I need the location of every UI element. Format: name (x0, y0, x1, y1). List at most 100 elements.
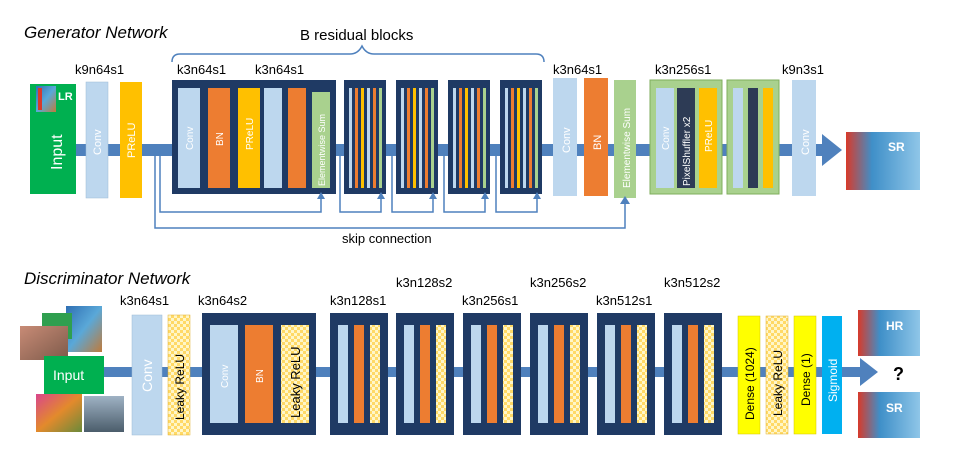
compact-res-stripe (517, 88, 520, 188)
disc-leaky-2 (765, 315, 789, 435)
gen-upsample-block-2 (726, 79, 780, 195)
gen-dim-k3n256s1: k3n256s1 (655, 62, 711, 77)
residual-brace (171, 44, 545, 63)
up-pixelshuffler (677, 88, 695, 188)
up-conv (656, 88, 674, 188)
gen-conv-1 (85, 81, 109, 199)
disc-dim-k3n64s2: k3n64s2 (198, 293, 247, 308)
gen-elementwise-2 (614, 80, 636, 198)
disc-sr-image: SR (858, 392, 920, 438)
compact-res-stripe (355, 88, 358, 188)
disc-compact-bn (688, 325, 698, 423)
compact-res-stripe (431, 88, 434, 188)
disc-compact-conv (672, 325, 682, 423)
compact-res-stripe (373, 88, 376, 188)
gen-input-label: Input (49, 134, 66, 170)
disc-dim-k3n256s2: k3n256s2 (530, 275, 586, 290)
compact-res-stripe (413, 88, 416, 188)
gen-conv-1-label: Conv (92, 129, 104, 155)
gen-dim-k9n64s1: k9n64s1 (75, 62, 124, 77)
skip-connections (154, 150, 630, 229)
disc-block-1: Conv BN Leaky ReLU (202, 313, 316, 435)
disc-b1-conv-label: Conv (220, 365, 231, 388)
up2-conv (733, 88, 743, 188)
discriminator-title: Discriminator Network (24, 269, 192, 288)
disc-compact-leaky (436, 325, 446, 423)
gen-upsample-block-1: Conv PixelShuffler x2 PReLU (649, 79, 723, 195)
up-prelu (699, 88, 717, 188)
disc-compact-leaky (503, 325, 513, 423)
disc-compact-bn (420, 325, 430, 423)
up2-pixelshuffler (748, 88, 758, 188)
skip-label: skip connection (342, 231, 432, 246)
res-bn-2 (288, 88, 306, 188)
disc-input-label: Input (53, 367, 84, 383)
gen-bn-2-label: BN (592, 135, 604, 150)
compact-res-stripe (505, 88, 508, 188)
compact-res-stripe (425, 88, 428, 188)
compact-res-stripe (367, 88, 370, 188)
disc-compact-bn (554, 325, 564, 423)
up-prelu-label: PReLU (704, 120, 715, 152)
disc-input-collage: Input (20, 306, 124, 432)
disc-leaky-2-label: Leaky ReLU (771, 350, 785, 416)
gen-conv-2-label: Conv (561, 127, 573, 153)
compact-res-stripe (349, 88, 352, 188)
disc-leaky-1-label: Leaky ReLU (173, 354, 187, 420)
disc-blocks-compact (330, 313, 722, 435)
disc-compact-leaky (637, 325, 647, 423)
compact-res-stripe (401, 88, 404, 188)
gen-dim-k3n64s1-c: k3n64s1 (553, 62, 602, 77)
gen-bn-2 (584, 78, 608, 196)
gen-dim-k9n3s1: k9n3s1 (782, 62, 824, 77)
gen-dim-k3n64s1-b: k3n64s1 (255, 62, 304, 77)
res-prelu-1-label: PReLU (245, 118, 256, 150)
gen-prelu-1-label: PReLU (126, 122, 138, 158)
residual-label: B residual blocks (300, 27, 413, 44)
up2-prelu (763, 88, 773, 188)
disc-question-mark: ? (893, 364, 904, 384)
gen-conv-final (792, 80, 816, 196)
disc-sigmoid-label: Sigmoid (826, 359, 840, 402)
disc-dim-k3n256s1: k3n256s1 (462, 293, 518, 308)
disc-dim-k3n64s1: k3n64s1 (120, 293, 169, 308)
disc-dim-k3n128s2: k3n128s2 (396, 275, 452, 290)
disc-dense-1 (793, 315, 817, 435)
disc-compact-bn (621, 325, 631, 423)
disc-compact-conv (404, 325, 414, 423)
disc-compact-conv (338, 325, 348, 423)
disc-dense-1-label: Dense (1) (799, 353, 813, 406)
compact-res-stripe (535, 88, 538, 188)
compact-res-stripe (453, 88, 456, 188)
up-pixelshuffler-label: PixelShuffler x2 (682, 116, 693, 186)
disc-b1-conv (210, 325, 238, 423)
disc-b1-leaky (281, 325, 309, 423)
compact-res-stripe (361, 88, 364, 188)
res-elementwise-label: Elementwise Sum (317, 114, 327, 186)
res-conv-2 (264, 88, 282, 188)
disc-dim-k3n512s1: k3n512s1 (596, 293, 652, 308)
compact-res-stripe (407, 88, 410, 188)
disc-conv-1 (131, 314, 163, 436)
gen-input: LR Input (30, 84, 76, 194)
disc-compact-conv (605, 325, 615, 423)
compact-res-stripe (379, 88, 382, 188)
compact-res-stripe (419, 88, 422, 188)
disc-conv-1-label: Conv (139, 359, 155, 392)
compact-res-stripe (529, 88, 532, 188)
gen-prelu-1 (120, 82, 142, 198)
gen-residual-block-1: Conv BN PReLU Elementwise Sum (172, 80, 336, 194)
res-conv-1-label: Conv (185, 127, 196, 150)
compact-res-stripe (511, 88, 514, 188)
disc-dense-1024 (737, 315, 761, 435)
compact-res-stripe (471, 88, 474, 188)
disc-b1-bn (245, 325, 273, 423)
compact-res-stripe (459, 88, 462, 188)
gen-elementwise-2-label: Elementwise Sum (622, 108, 633, 188)
disc-dense-1024-label: Dense (1024) (743, 347, 757, 420)
up-conv-label: Conv (661, 127, 672, 150)
compact-res-stripe (483, 88, 486, 188)
disc-compact-leaky (704, 325, 714, 423)
